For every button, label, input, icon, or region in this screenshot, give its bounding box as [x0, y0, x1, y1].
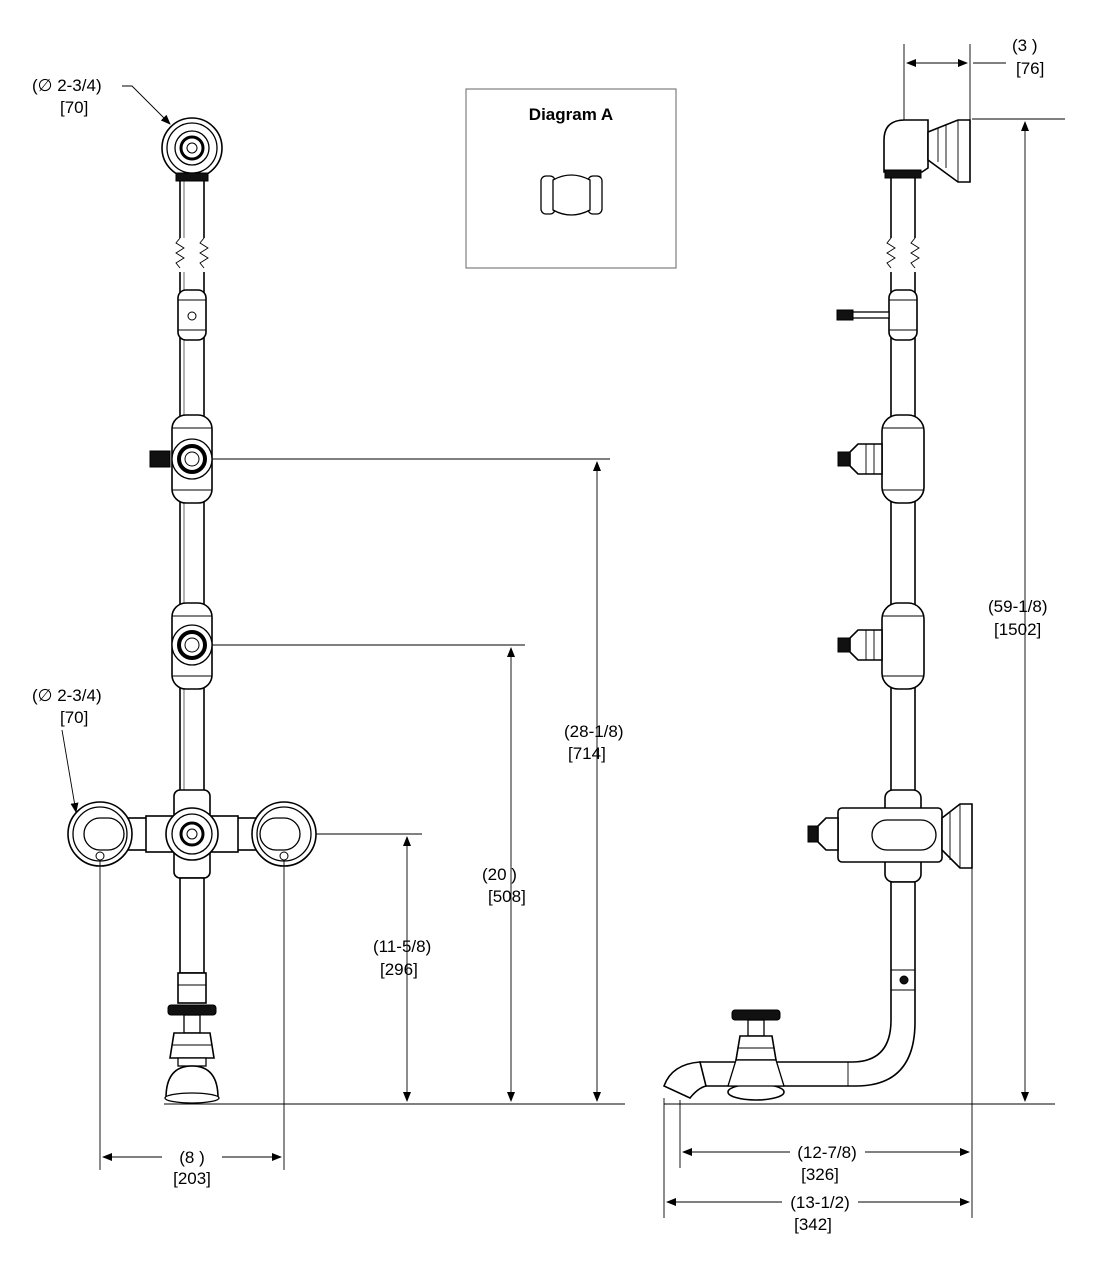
dim-width-8-mm: [203]: [173, 1169, 211, 1188]
dim-dia-top-inch: (∅ 2-3/4): [32, 76, 102, 95]
diagram-a-title: Diagram A: [529, 105, 613, 124]
upper-coupling: [177, 289, 207, 341]
dim-w-12-mm: [326]: [801, 1165, 839, 1184]
top-wall-flange: [161, 117, 223, 182]
dim-h-59-inch: (59-1/8): [988, 597, 1048, 616]
side-view: [662, 119, 973, 1101]
side-upper-coupling: [836, 289, 918, 341]
side-body-jet-lower: [837, 602, 925, 690]
left-wall-flange: [67, 801, 133, 867]
dim-h-59-mm: [1502]: [994, 620, 1041, 639]
diverter-valve-handle: [167, 1004, 217, 1067]
dim-h-28-mm: [714]: [568, 744, 606, 763]
dim-dia-mid-inch: (∅ 2-3/4): [32, 686, 102, 705]
dim-w-13-mm: [342]: [794, 1215, 832, 1234]
side-mixer-body: [807, 789, 973, 883]
dimension-labels: (∅ 2-3/4) [70] (∅ 2-3/4) [70] (8 ) [203]…: [32, 36, 1048, 1234]
dim-h-20-mm: [508]: [488, 887, 526, 906]
body-jet-outlet-lower: [171, 602, 213, 690]
diagram-a-coupling: [540, 174, 603, 216]
dim-h-11-mm: [296]: [380, 960, 418, 979]
diagram-a-box: Diagram A: [465, 88, 677, 269]
dim-h-11-inch: (11-5/8): [373, 937, 431, 956]
side-tub-filler: [662, 881, 916, 1101]
spout-front: [164, 1065, 220, 1104]
dim-h-20-inch: (20 ): [482, 865, 517, 884]
front-view: [67, 117, 317, 1104]
side-top-elbow: [883, 119, 971, 183]
pipe-break-coil: [175, 237, 209, 272]
mixer-valve-body: [109, 789, 275, 879]
dim-top-3-mm: [76]: [1016, 59, 1044, 78]
dim-w-12-inch: (12-7/8): [797, 1143, 857, 1162]
side-body-jet-upper: [837, 414, 925, 504]
dim-dia-top-mm: [70]: [60, 98, 88, 117]
side-pipe-break-coil: [886, 237, 920, 272]
dim-width-8-inch: (8 ): [179, 1148, 205, 1167]
body-jet-outlet-upper: [149, 414, 213, 504]
dim-dia-mid-mm: [70]: [60, 708, 88, 727]
dim-h-28-inch: (28-1/8): [564, 722, 624, 741]
dim-w-13-inch: (13-1/2): [790, 1193, 850, 1212]
dimension-lines: [61, 44, 1065, 1218]
dim-top-3-inch: (3 ): [1012, 36, 1038, 55]
right-wall-flange: [251, 801, 317, 867]
